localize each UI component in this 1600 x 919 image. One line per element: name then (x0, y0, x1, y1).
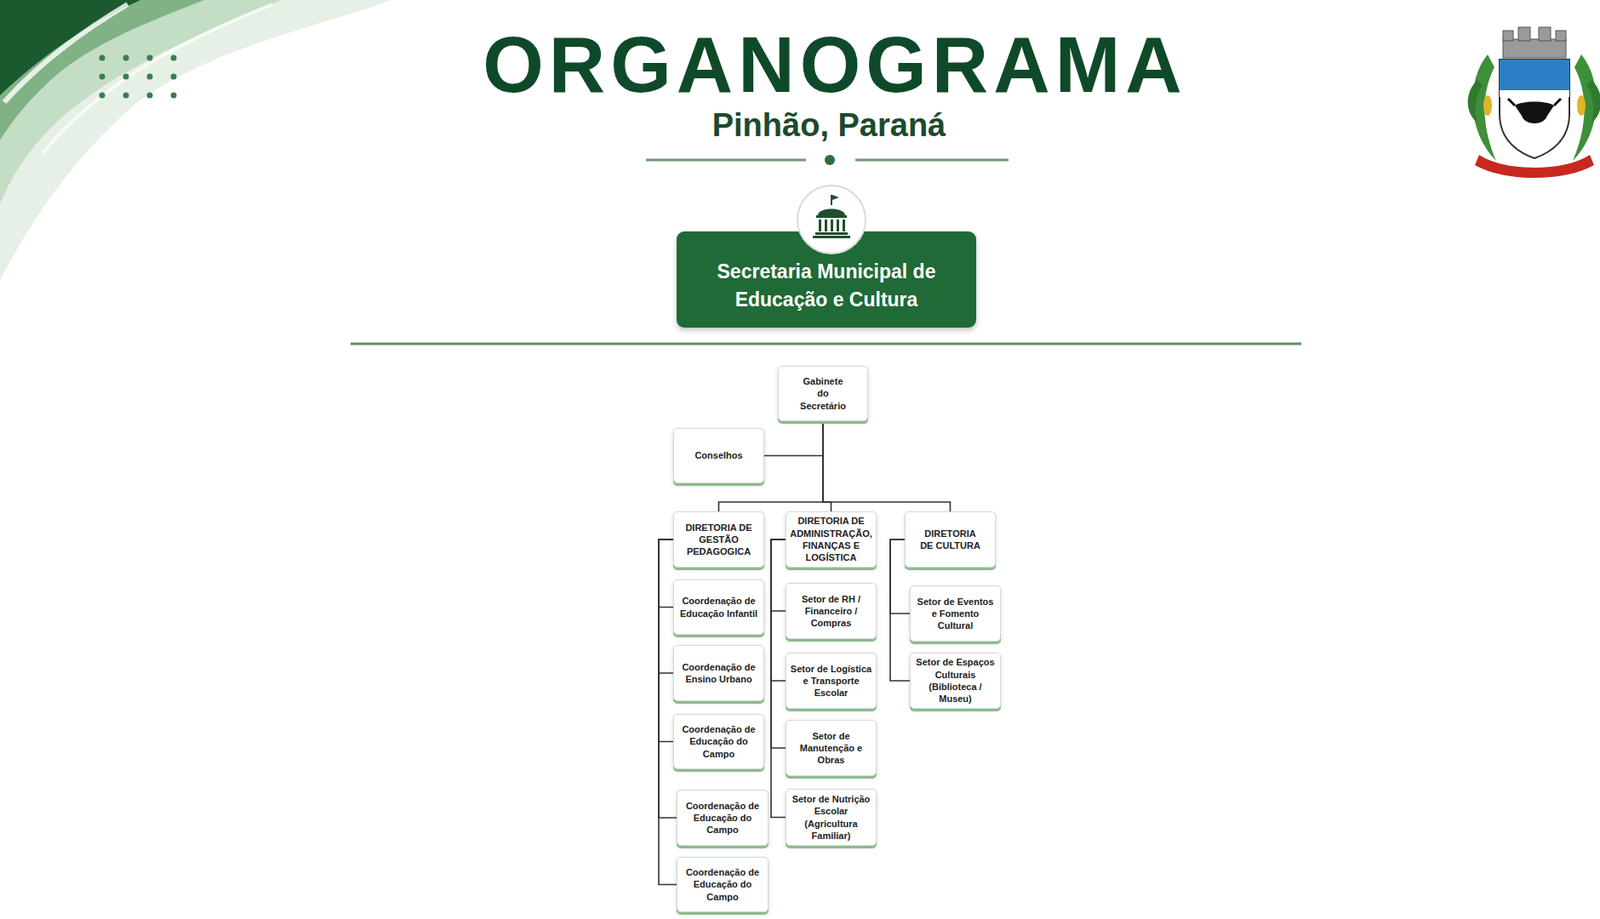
unit-label: Setor de Eventos e Fomento Cultural (913, 595, 998, 633)
chart-title: ORGANOGRAMA (0, 20, 1600, 110)
org-connector (771, 539, 786, 749)
unit-label: Setor de Espaços Culturais (Biblioteca /… (913, 656, 998, 705)
org-unit-box: Setor de Nutrição Escolar (Agricultura F… (785, 788, 877, 846)
chart-subtitle: Pinhão, Paraná (0, 107, 1600, 144)
corner-swoosh (0, 0, 400, 281)
unit-label: DIRETORIA DE ADMINISTRAÇÃO, FINANÇAS E L… (788, 514, 874, 564)
org-unit-box: DIRETORIA DE ADMINISTRAÇÃO, FINANÇAS E L… (785, 511, 877, 568)
unit-label: Setor de Manutenção e Obras (797, 730, 866, 767)
org-unit-box: Setor de Logística e Transporte Escolar (785, 652, 877, 709)
unit-label: Setor de Nutrição Escolar (Agricultura F… (788, 793, 874, 842)
org-unit-box: Setor de Espaços Culturais (Biblioteca /… (909, 652, 1001, 709)
org-unit-box: Setor de RH / Financeiro / Compras (785, 582, 877, 640)
org-connector (658, 539, 674, 608)
org-connector (764, 421, 823, 457)
building-icon (794, 182, 869, 257)
org-unit-box: Gabinete do Secretário (777, 365, 869, 422)
org-unit-box: DIRETORIA DE CULTURA (904, 511, 996, 568)
unit-label: Gabinete do Secretário (796, 375, 850, 412)
org-connector (658, 539, 674, 743)
unit-label: Conselhos (694, 449, 743, 462)
unit-label: Coordenação de Ensino Urbano (676, 661, 761, 686)
unit-label: Setor de RH / Financeiro / Compras (790, 593, 873, 630)
unit-label: Setor de Logística e Transporte Escolar (788, 662, 874, 700)
section-rule (344, 338, 1307, 349)
org-unit-box: Coordenação de Educação do Campo (676, 789, 769, 846)
unit-label: Coordenação de Educação do Campo (680, 866, 766, 903)
org-connector (771, 539, 786, 818)
coat-of-arms (1462, 20, 1600, 179)
org-connector (822, 421, 832, 512)
org-unit-box: Coordenação de Ensino Urbano (673, 645, 765, 702)
org-connector (822, 421, 951, 512)
org-unit-box: Coordenação de Educação Infantil (673, 579, 765, 635)
dot-grid (97, 52, 183, 104)
org-unit-box: Coordenação de Educação do Campo (673, 714, 765, 770)
org-unit-box: DIRETORIA DE GESTÃO PEDAGOGICA (673, 511, 765, 568)
unit-label: DIRETORIA DE CULTURA (918, 527, 983, 553)
org-unit-box: Setor de Eventos e Fomento Cultural (909, 585, 1001, 642)
org-unit-box: Setor de Manutenção e Obras (785, 720, 877, 777)
org-unit-box: Coordenação de Educação do Campo (676, 857, 769, 913)
unit-label: Coordenação de Educação do Campo (680, 800, 766, 837)
title-divider (629, 149, 1030, 171)
org-connector (771, 539, 786, 612)
unit-label: DIRETORIA DE GESTÃO PEDAGOGICA (676, 521, 761, 559)
unit-label: Coordenação de Educação do Campo (676, 723, 761, 760)
org-connector (658, 539, 674, 674)
unit-label: Coordenação de Educação Infantil (676, 594, 761, 620)
org-connector (771, 539, 786, 681)
org-unit-box: Conselhos (673, 428, 765, 484)
header-text: Secretaria Municipal de Educação e Cultu… (698, 257, 955, 313)
